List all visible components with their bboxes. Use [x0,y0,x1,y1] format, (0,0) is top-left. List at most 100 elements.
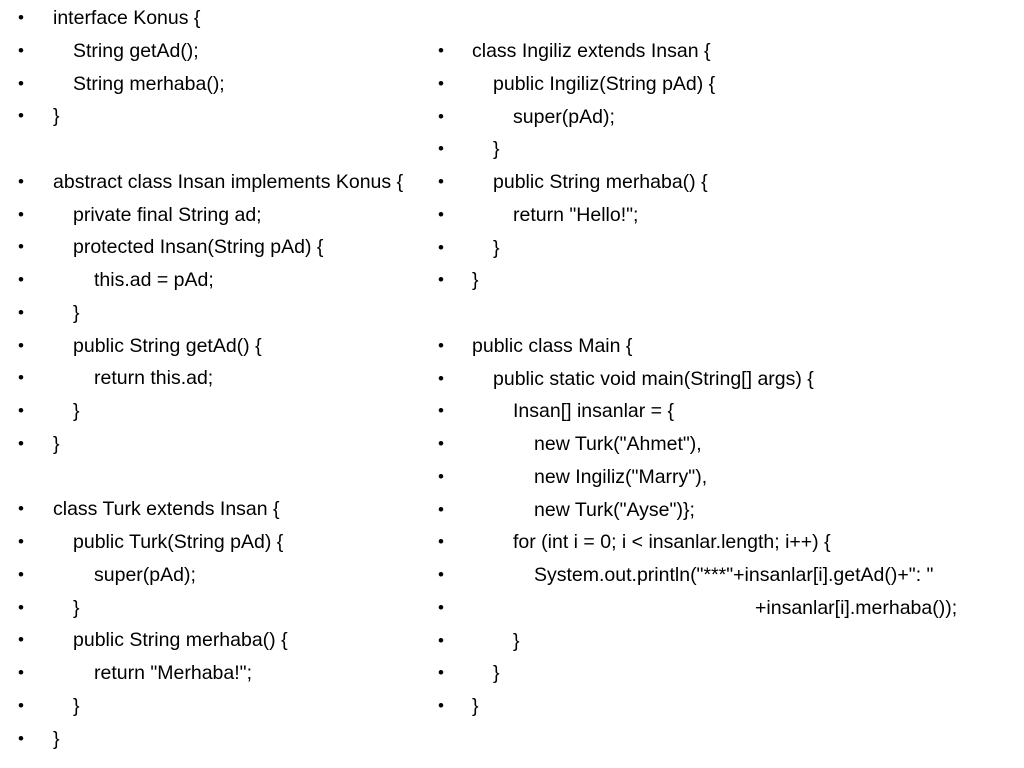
code-line: • [434,297,1014,330]
code-text: } [73,301,80,324]
code-line: •public String getAd() { [14,330,424,363]
bullet-icon: • [18,663,24,682]
bullet-icon: • [438,73,444,93]
bullet-icon: • [18,401,24,420]
code-text: } [493,138,500,161]
bullet-icon: • [18,204,24,224]
bullet-icon: • [438,139,444,159]
code-line: •} [14,100,424,133]
code-line: • return this.ad; [14,362,424,395]
code-text: String merhaba(); [73,72,225,95]
code-text: super(pAd); [94,563,196,586]
code-text: } [73,400,80,422]
code-text: System.out.println("***"+insanlar[i].get… [534,564,934,586]
code-line: •} [434,690,1014,723]
code-text: } [513,629,520,652]
code-text: class Ingiliz extends Insan { [472,40,711,62]
code-line: •} [14,428,424,461]
bullet-icon: • [18,728,24,748]
bullet-icon: • [438,204,444,224]
bullet-icon: • [18,433,24,453]
bullet-icon: • [438,466,444,486]
code-text: public Turk(String pAd) { [73,531,284,553]
code-line: • private final String ad; [14,199,424,232]
bullet-icon: • [18,564,24,584]
bullet-icon: • [18,106,24,126]
code-line: •} [14,592,424,625]
code-line: •class Turk extends Insan { [14,493,424,526]
bullet-icon: • [18,695,24,715]
code-text: interface Konus { [53,7,201,29]
code-line: •} [14,690,424,723]
code-line: • return "Merhaba!"; [14,657,424,690]
bullet-icon: • [18,171,24,191]
code-text: new Ingiliz("Marry"), [534,465,708,488]
code-text: protected Insan(String pAd) { [73,236,324,259]
code-text: return this.ad; [94,367,214,390]
code-text: } [472,269,479,292]
code-line: •} [434,657,1014,690]
code-text: return "Hello!"; [513,203,639,226]
bullet-icon: • [18,335,24,355]
bullet-icon: • [438,237,444,257]
code-line: • System.out.println("***"+insanlar[i].ge… [434,559,1014,592]
code-line: • new Ingiliz("Marry"), [434,461,1014,494]
code-line: •Insan[] insanlar = { [434,395,1014,428]
bullet-icon: • [438,597,444,617]
code-line: • [14,461,424,494]
code-line: • super(pAd); [14,559,424,592]
code-text: class Turk extends Insan { [53,498,280,521]
code-line: •new Turk("Ahmet"), [434,428,1014,461]
code-line: •this.ad = pAd; [14,264,424,297]
code-line: •} [14,723,424,756]
bullet-icon: • [438,565,444,584]
code-line: • [14,133,424,166]
left-code-column: •interface Konus {•String getAd();•Strin… [14,2,424,755]
bullet-icon: • [18,302,24,322]
bullet-icon: • [438,270,444,290]
code-text: } [493,236,500,259]
bullet-icon: • [438,663,444,683]
code-text: public static void main(String[] args) { [493,367,814,390]
bullet-icon: • [438,696,444,715]
code-text: public String merhaba() { [493,171,708,193]
bullet-icon: • [438,630,444,650]
code-text: public class Main { [472,334,633,357]
code-line: •} [14,297,424,330]
code-text: String getAd(); [73,39,199,62]
code-line: • return "Hello!"; [434,199,1014,232]
code-line: • public class Main { [434,330,1014,363]
code-line: • String getAd(); [14,35,424,68]
code-text: } [53,432,60,455]
bullet-icon: • [18,368,24,388]
code-text: for (int i = 0; i < insanlar.length; i++… [513,531,831,554]
bullet-icon: • [438,368,444,388]
code-text: Insan[] insanlar = { [513,400,674,423]
code-line: • public Ingiliz(String pAd) { [434,68,1014,101]
code-text: new Turk("Ayse")}; [534,498,695,521]
bullet-icon: • [18,532,24,551]
bullet-icon: • [18,630,24,650]
code-line: • String merhaba(); [14,68,424,101]
code-text: } [493,662,500,685]
code-line: •} [14,395,424,428]
code-text: return "Merhaba!"; [94,662,252,684]
code-text: } [73,596,80,619]
code-text: } [53,105,60,128]
code-line: •interface Konus { [14,2,424,35]
code-text: public Ingiliz(String pAd) { [493,72,716,95]
code-text: +insanlar[i].merhaba()); [755,596,958,619]
code-line: •} [434,133,1014,166]
bullet-icon: • [438,499,444,519]
bullet-icon: • [18,40,24,60]
code-line: •class Ingiliz extends Insan { [434,35,1014,68]
code-text: private final String ad; [73,203,262,226]
bullet-icon: • [438,532,444,552]
code-line: •super(pAd); [434,101,1014,134]
bullet-icon: • [438,335,444,355]
code-line: • public String merhaba() { [14,624,424,657]
code-text: } [73,694,80,717]
bullet-icon: • [18,270,24,289]
bullet-icon: • [18,73,24,93]
code-text: public String merhaba() { [73,629,288,652]
